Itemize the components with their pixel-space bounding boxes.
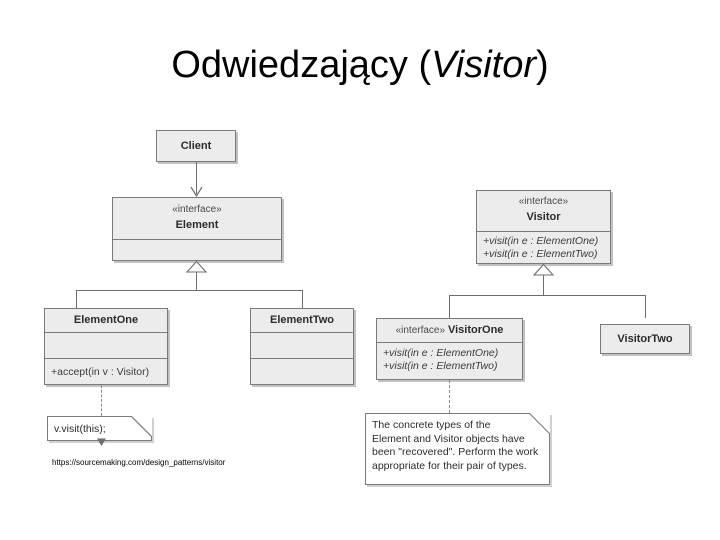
class-box-element[interactable]: «interface» Element (112, 197, 282, 261)
connector-branch-elementtwo (302, 290, 303, 308)
connector-client-element (196, 162, 197, 194)
class-name-element-two: ElementTwo (270, 314, 334, 326)
class-header-visitor-one: «interface» VisitorOne (377, 319, 522, 342)
class-header-visitor: «interface» Visitor (477, 191, 610, 231)
note-concrete-line-1: The concrete types of the (372, 419, 491, 431)
note-anchor-visitor-one (449, 380, 450, 413)
class-operations-visitor: +visit(in e : ElementOne) +visit(in e : … (477, 231, 610, 263)
stereotype-visitor-one: «interface» (395, 325, 446, 336)
page-title-italic: Visitor (431, 44, 536, 86)
class-name-element-one: ElementOne (73, 314, 139, 326)
connector-branch-visitortwo (645, 295, 646, 318)
connector-visitor-stem (543, 275, 544, 295)
class-box-client[interactable]: Client (156, 130, 236, 162)
class-name-visitor: Visitor (526, 211, 561, 223)
connector-element-branch-bar (76, 290, 302, 291)
note-accept-text: v.visit(this); (54, 423, 106, 435)
stereotype-element: «interface» (172, 204, 222, 215)
note-fold-icon-concrete (529, 413, 550, 434)
page-title-main: Odwiedzający ( (171, 44, 432, 86)
class-operation-visitor-2: +visit(in e : ElementTwo) (483, 248, 598, 260)
note-fold-icon-accept (131, 416, 152, 437)
class-operations-visitor-one: +visit(in e : ElementOne) +visit(in e : … (377, 342, 522, 379)
class-header-element: «interface» Element (113, 198, 281, 239)
class-name-visitor-one: VisitorOne (447, 324, 504, 336)
class-operation-visitor-one-1: +visit(in e : ElementOne) (383, 347, 499, 359)
note-anchor-element-one (101, 385, 102, 416)
class-box-element-one[interactable]: ElementOne +accept(in v : Visitor) (44, 308, 168, 385)
class-operation-visitor-1: +visit(in e : ElementOne) (483, 235, 599, 247)
class-name-visitor-two: VisitorTwo (617, 333, 673, 345)
connector-branch-elementone (76, 290, 77, 308)
note-concrete-line-4: appropriate for their pair of types. (372, 459, 527, 472)
note-concrete-line-2: Element and Visitor objects have (372, 432, 525, 445)
class-name-element: Element (175, 219, 219, 231)
class-box-visitor-two[interactable]: VisitorTwo (600, 324, 690, 354)
stereotype-visitor: «interface» (518, 196, 569, 207)
connector-visitor-branch-bar (449, 295, 645, 296)
connector-element-stem (196, 272, 197, 290)
class-box-visitor-one[interactable]: «interface» VisitorOne +visit(in e : Ele… (376, 318, 523, 380)
note-concrete-line-3: been "recovered". Perform the work (372, 446, 539, 458)
source-url-text[interactable]: https://sourcemaking.com/design_patterns… (52, 458, 226, 467)
class-operation-visitor-one-2: +visit(in e : ElementTwo) (383, 360, 498, 372)
arrowhead-note-accept (97, 438, 106, 446)
class-operations-element-two (251, 358, 353, 384)
note-accept-body: v.visit(this); (47, 416, 152, 441)
class-name-client: Client (180, 140, 212, 152)
note-concrete-body: The concrete types of the Element and Vi… (365, 413, 550, 485)
connector-branch-visitorone (449, 295, 450, 318)
page-title: Odwiedzający (Visitor) (0, 44, 720, 87)
class-attributes-element-two (251, 332, 353, 358)
class-members-element (113, 239, 281, 260)
page-title-close: ) (536, 44, 549, 86)
class-operation-element-one-accept: +accept(in v : Visitor) (45, 358, 167, 384)
class-box-element-two[interactable]: ElementTwo (250, 308, 354, 385)
class-attributes-element-one (45, 332, 167, 358)
class-box-visitor[interactable]: «interface» Visitor +visit(in e : Elemen… (476, 190, 611, 264)
arrowhead-client-element (190, 186, 203, 198)
